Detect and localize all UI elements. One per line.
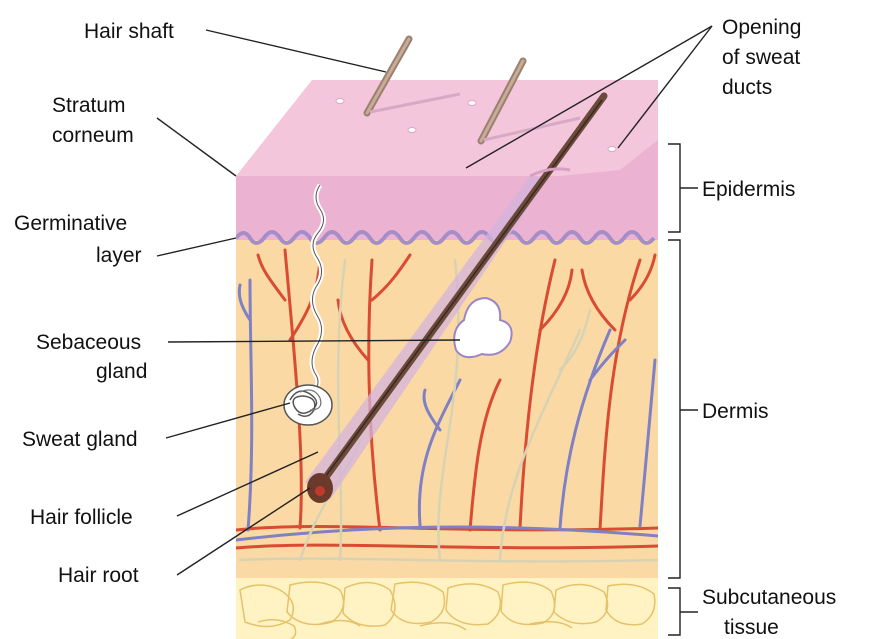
label-subcutaneous-tissue-line1: Subcutaneous: [702, 586, 836, 609]
subcutaneous-bracket: [668, 588, 698, 635]
label-germinative-layer-line2: layer: [96, 244, 142, 267]
label-stratum-corneum-line2: corneum: [52, 124, 134, 147]
label-sweat-gland: Sweat gland: [22, 428, 138, 451]
label-germinative-layer-line1: Germinative: [14, 212, 127, 235]
label-hair-root: Hair root: [58, 564, 139, 587]
label-subcutaneous-tissue-line2: tissue: [724, 616, 779, 639]
label-opening-sweat-ducts-line1: Opening: [722, 16, 801, 39]
label-sebaceous-gland-line1: Sebaceous: [36, 331, 141, 354]
hair-root-papilla: [315, 486, 325, 496]
layer-brackets: [668, 144, 698, 635]
label-hair-shaft: Hair shaft: [84, 20, 174, 43]
label-epidermis: Epidermis: [702, 178, 795, 201]
label-opening-sweat-ducts-line2: of sweat: [722, 46, 800, 69]
sweat-gland-coil: [284, 385, 332, 425]
skin-block: [236, 80, 658, 639]
label-dermis: Dermis: [702, 400, 769, 423]
label-sebaceous-gland-line2: gland: [96, 360, 147, 383]
epidermis-bracket: [668, 144, 698, 232]
label-opening-sweat-ducts-line3: ducts: [722, 76, 772, 99]
label-hair-follicle: Hair follicle: [30, 506, 133, 529]
dermis-bracket: [668, 240, 698, 578]
label-stratum-corneum-line1: Stratum: [52, 94, 126, 117]
